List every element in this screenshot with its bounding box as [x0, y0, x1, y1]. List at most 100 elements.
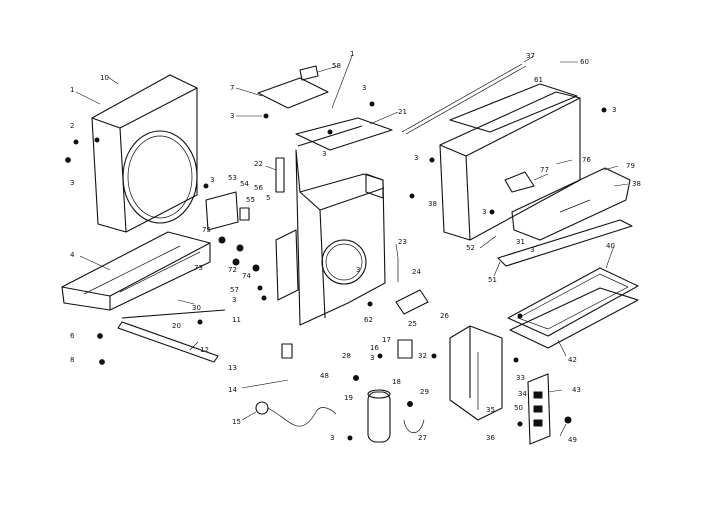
callout-5: 5 [266, 194, 270, 202]
mount-plate [257, 65, 329, 109]
bracket-17 [397, 339, 413, 359]
screws-and-fasteners [65, 101, 607, 441]
callout-49: 49 [568, 436, 577, 444]
callout-20: 20 [172, 322, 181, 330]
callout-7: 7 [230, 84, 234, 92]
callout-73: 73 [194, 264, 203, 272]
callout-79: 79 [626, 162, 635, 170]
callout-28: 28 [342, 352, 351, 360]
callout-55: 55 [246, 196, 255, 204]
callout-33: 33 [516, 374, 525, 382]
callout-15: 15 [232, 418, 241, 426]
capacitor [367, 389, 391, 443]
callout-3: 3 [482, 208, 486, 216]
callout-58: 58 [332, 62, 341, 70]
callout-8: 8 [70, 356, 74, 364]
callout-60: 60 [580, 58, 589, 66]
callout-14: 14 [228, 386, 237, 394]
callout-61: 61 [534, 76, 543, 84]
callout-3: 3 [230, 112, 234, 120]
callout-36: 36 [486, 434, 495, 442]
callout-18: 18 [392, 378, 401, 386]
callout-37: 37 [526, 52, 535, 60]
callout-26: 26 [440, 312, 449, 320]
callout-52: 52 [466, 244, 475, 252]
base-pan [61, 231, 211, 311]
callout-51: 51 [488, 276, 497, 284]
drain-pan [507, 267, 639, 349]
callout-3: 3 [612, 106, 616, 114]
callout-57: 57 [230, 286, 239, 294]
callout-3: 3 [530, 246, 534, 254]
callout-labels: 10 1 2 3 7 58 3 1 3 21 3 22 3 53 54 56 5… [70, 50, 641, 444]
switch-plate [527, 373, 551, 445]
callout-62: 62 [364, 316, 373, 324]
callout-10: 10 [100, 74, 109, 82]
strip-bracket [275, 157, 285, 193]
callout-21: 21 [398, 108, 407, 116]
callout-38: 38 [632, 180, 641, 188]
callout-43: 43 [572, 386, 581, 394]
control-panel [205, 191, 250, 231]
callout-24: 24 [412, 268, 421, 276]
callout-3: 3 [370, 354, 374, 362]
callout-3: 3 [322, 150, 326, 158]
callout-4: 4 [70, 251, 75, 259]
callout-1: 1 [350, 50, 354, 58]
shroud-panel [91, 74, 198, 233]
callout-32: 32 [418, 352, 427, 360]
callout-13: 13 [228, 364, 237, 372]
callout-3: 3 [232, 296, 236, 304]
callout-3: 3 [70, 179, 74, 187]
callout-3: 3 [330, 434, 334, 442]
callout-48: 48 [320, 372, 329, 380]
callout-27: 27 [418, 434, 427, 442]
callout-54: 54 [240, 180, 249, 188]
callout-16: 16 [370, 344, 379, 352]
callout-35: 35 [486, 406, 495, 414]
callout-56: 56 [254, 184, 263, 192]
rod [121, 309, 226, 319]
callout-17: 17 [382, 336, 391, 344]
small-plate [395, 289, 429, 315]
callout-42: 42 [568, 356, 577, 364]
callout-3: 3 [414, 154, 418, 162]
cover-plate [511, 167, 631, 241]
callout-75: 75 [202, 226, 211, 234]
callout-77: 77 [540, 166, 549, 174]
callout-3: 3 [356, 266, 360, 274]
callout-11: 11 [232, 316, 241, 324]
callout-38: 38 [428, 200, 437, 208]
callout-30: 30 [192, 304, 201, 312]
callout-76: 76 [582, 156, 591, 164]
callout-34: 34 [518, 390, 527, 398]
callout-2: 2 [70, 122, 74, 130]
power-cord [255, 401, 425, 434]
callout-3: 3 [362, 84, 366, 92]
callout-19: 19 [344, 394, 353, 402]
callout-6: 6 [70, 332, 75, 340]
base-rail [497, 219, 633, 267]
callout-3: 3 [210, 176, 214, 184]
callout-53: 53 [228, 174, 237, 182]
callout-50: 50 [514, 404, 523, 412]
callout-29: 29 [420, 388, 429, 396]
bracket-13 [281, 343, 293, 359]
bracket-77 [504, 171, 535, 193]
callout-40: 40 [606, 242, 615, 250]
partition-bulkhead [275, 149, 386, 326]
callout-74: 74 [242, 272, 251, 280]
callout-72: 72 [228, 266, 237, 274]
callout-22: 22 [254, 160, 263, 168]
control-box [449, 325, 503, 421]
callout-31: 31 [516, 238, 525, 246]
rail [117, 321, 219, 363]
top-cover-panel [295, 117, 393, 151]
callout-23: 23 [398, 238, 407, 246]
callout-25: 25 [408, 320, 417, 328]
callout-1: 1 [70, 86, 74, 94]
callout-12: 12 [200, 346, 209, 354]
leader-lines [75, 55, 629, 437]
